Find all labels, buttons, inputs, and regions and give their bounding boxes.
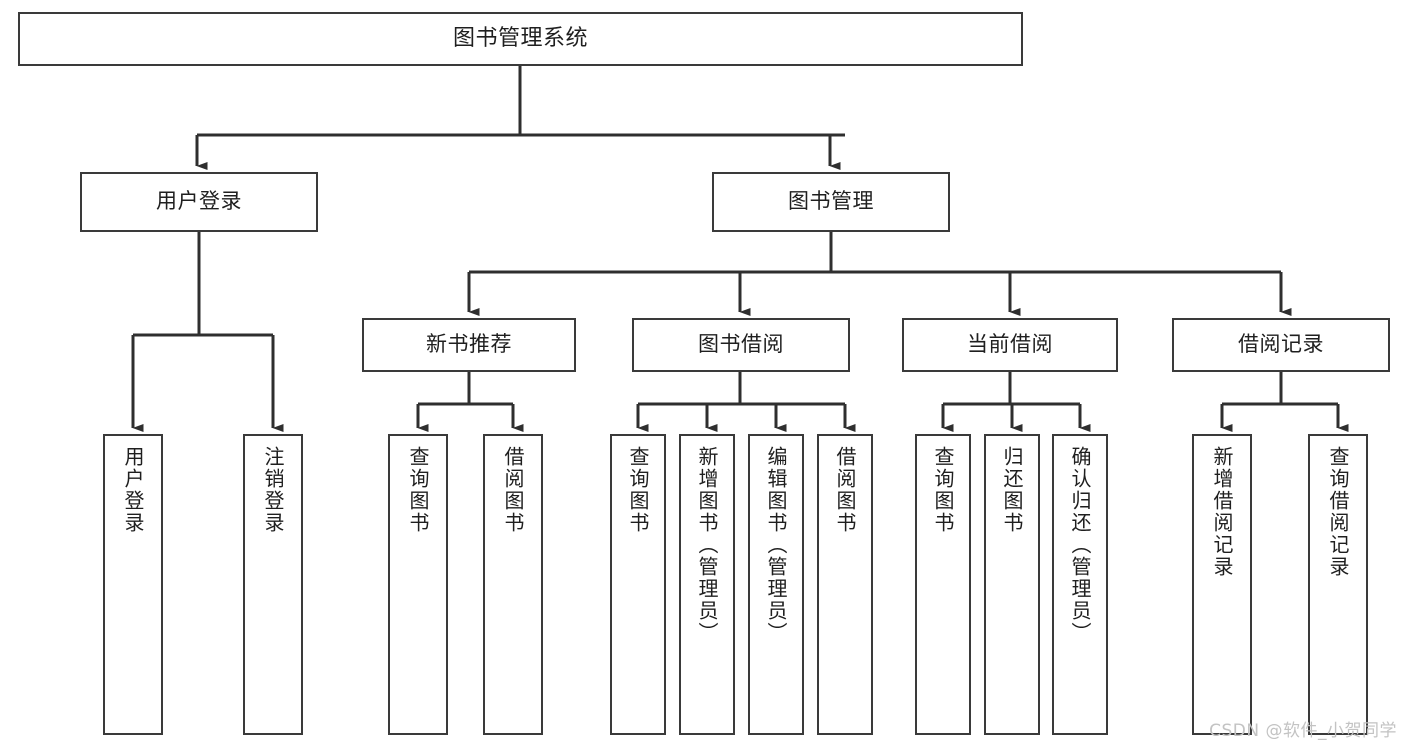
- leaf-query-book-1[interactable]: 查询图书: [388, 434, 448, 735]
- leaf-borrow-book-1[interactable]: 借阅图书: [483, 434, 543, 735]
- node-new-book-recommend-label: 新书推荐: [426, 332, 512, 357]
- node-root[interactable]: 图书管理系统: [18, 12, 1023, 66]
- node-new-book-recommend[interactable]: 新书推荐: [362, 318, 576, 372]
- leaf-add-borrow-record[interactable]: 新增借阅记录: [1192, 434, 1252, 735]
- leaf-query-borrow-record-label: 查询借阅记录: [1326, 446, 1350, 578]
- node-book-management-label: 图书管理: [788, 189, 874, 214]
- leaf-user-login-label: 用户登录: [121, 446, 145, 534]
- leaf-return-book[interactable]: 归还图书: [984, 434, 1040, 735]
- leaf-logout[interactable]: 注销登录: [243, 434, 303, 735]
- node-user-login[interactable]: 用户登录: [80, 172, 318, 232]
- node-borrow-record-label: 借阅记录: [1238, 332, 1324, 357]
- leaf-logout-label: 注销登录: [261, 446, 285, 534]
- leaf-confirm-return[interactable]: 确认归还（管理员）: [1052, 434, 1108, 735]
- leaf-query-book-2[interactable]: 查询图书: [610, 434, 666, 735]
- leaf-edit-book[interactable]: 编辑图书（管理员）: [748, 434, 804, 735]
- watermark: CSDN @软件_小贺同学: [1209, 721, 1397, 741]
- leaf-add-borrow-record-label: 新增借阅记录: [1210, 446, 1234, 578]
- node-borrow-record[interactable]: 借阅记录: [1172, 318, 1390, 372]
- node-book-borrow[interactable]: 图书借阅: [632, 318, 850, 372]
- leaf-add-book-label: 新增图书（管理员）: [695, 446, 719, 644]
- leaf-add-book[interactable]: 新增图书（管理员）: [679, 434, 735, 735]
- leaf-borrow-book-2-label: 借阅图书: [833, 446, 857, 534]
- node-book-management[interactable]: 图书管理: [712, 172, 950, 232]
- leaf-edit-book-label: 编辑图书（管理员）: [764, 446, 788, 644]
- leaf-borrow-book-2[interactable]: 借阅图书: [817, 434, 873, 735]
- leaf-query-book-3[interactable]: 查询图书: [915, 434, 971, 735]
- node-book-borrow-label: 图书借阅: [698, 332, 784, 357]
- leaf-query-book-2-label: 查询图书: [626, 446, 650, 534]
- leaf-query-book-1-label: 查询图书: [406, 446, 430, 534]
- node-user-login-label: 用户登录: [156, 189, 242, 214]
- leaf-query-book-3-label: 查询图书: [931, 446, 955, 534]
- leaf-confirm-return-label: 确认归还（管理员）: [1068, 446, 1092, 644]
- leaf-return-book-label: 归还图书: [1000, 446, 1024, 534]
- node-current-borrow[interactable]: 当前借阅: [902, 318, 1118, 372]
- leaf-user-login[interactable]: 用户登录: [103, 434, 163, 735]
- node-root-label: 图书管理系统: [452, 25, 588, 51]
- leaf-borrow-book-1-label: 借阅图书: [501, 446, 525, 534]
- node-current-borrow-label: 当前借阅: [967, 332, 1053, 357]
- leaf-query-borrow-record[interactable]: 查询借阅记录: [1308, 434, 1368, 735]
